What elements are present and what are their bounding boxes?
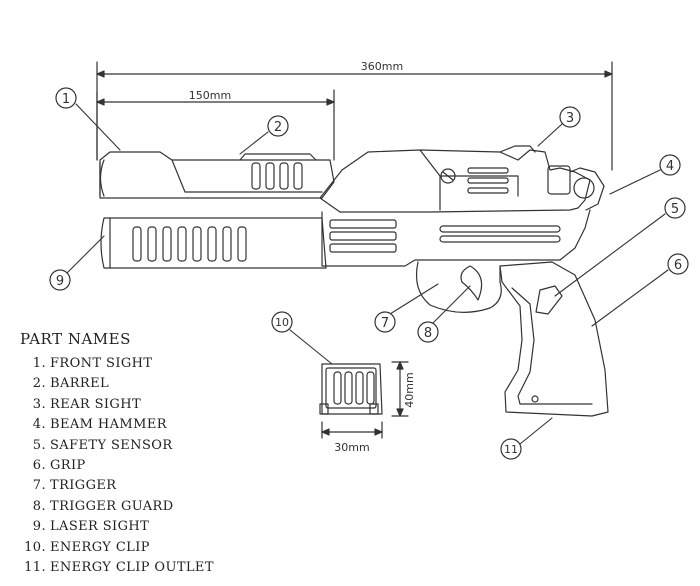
- callout-10: 10: [271, 311, 293, 333]
- overall-length-dimension: [96, 61, 613, 171]
- rear-sight: [499, 145, 536, 153]
- svg-text:7: 7: [381, 316, 389, 331]
- trigger-guard: [415, 261, 502, 313]
- barrel-vents: [251, 162, 303, 190]
- list-item: 4.BEAM HAMMER: [32, 417, 167, 433]
- list-item: 10.ENERGY CLIP: [24, 539, 150, 555]
- parts-list-title: PART NAMES: [20, 330, 131, 348]
- list-item: 1.FRONT SIGHT: [32, 356, 153, 371]
- part-name: ENERGY CLIP: [50, 539, 150, 555]
- part-name: BARREL: [50, 376, 110, 392]
- slide-screw: [440, 168, 456, 184]
- grip: [499, 261, 609, 417]
- clip-height-label: 40mm: [403, 372, 416, 407]
- callout-11: 11: [500, 438, 522, 460]
- svg-text:6: 6: [674, 258, 682, 273]
- part-name: ENERGY CLIP OUTLET: [50, 560, 214, 576]
- callout-1: 1: [55, 87, 77, 109]
- beam-hammer: [569, 167, 605, 211]
- energy-clip: [319, 363, 383, 415]
- frame: [321, 209, 591, 267]
- safety-sensor: [535, 285, 563, 315]
- clip-width-dimension: [321, 421, 383, 439]
- callout-2: 2: [267, 115, 289, 137]
- callout-8: 8: [417, 321, 439, 343]
- laser-sight-housing: [100, 217, 327, 269]
- part-name: REAR SIGHT: [50, 396, 142, 412]
- callout-7: 7: [374, 311, 396, 333]
- barrel-length-dimension: [96, 89, 335, 161]
- clip-height-dimension: [391, 361, 409, 417]
- callout-leaders: [65, 103, 669, 445]
- svg-text:10: 10: [275, 316, 289, 329]
- part-name: FRONT SIGHT: [50, 356, 153, 371]
- list-item: 7.TRIGGER: [32, 478, 117, 494]
- part-name: TRIGGER GUARD: [50, 498, 174, 514]
- svg-text:1: 1: [62, 92, 70, 107]
- overall-length-label: 360mm: [361, 60, 403, 73]
- svg-text:3: 3: [566, 111, 574, 126]
- list-item: 5.SAFETY SENSOR: [32, 437, 173, 453]
- laser-vents: [132, 226, 247, 262]
- callout-9: 9: [49, 269, 71, 291]
- list-item: 2.BARREL: [32, 376, 110, 392]
- trigger: [460, 265, 483, 301]
- svg-text:8: 8: [424, 326, 432, 341]
- list-item: 6.GRIP: [32, 458, 86, 474]
- list-item: 3.REAR SIGHT: [32, 396, 142, 412]
- svg-text:9: 9: [56, 274, 64, 289]
- callout-6: 6: [667, 253, 689, 275]
- svg-text:11: 11: [504, 443, 518, 456]
- part-name: TRIGGER: [50, 478, 117, 494]
- parts-list: 1.FRONT SIGHT 2.BARREL 3.REAR SIGHT 4.BE…: [22, 354, 214, 578]
- slide: [319, 149, 591, 213]
- svg-text:2: 2: [274, 120, 282, 135]
- barrel: [99, 151, 335, 199]
- svg-text:4: 4: [666, 159, 674, 174]
- list-item: 9.LASER SIGHT: [32, 519, 150, 535]
- list-item: 11.ENERGY CLIP OUTLET: [24, 560, 214, 576]
- list-item: 8.TRIGGER GUARD: [32, 498, 174, 514]
- svg-text:5: 5: [671, 202, 679, 217]
- barrel-length-label: 150mm: [189, 89, 231, 102]
- callout-5: 5: [664, 197, 686, 219]
- callout-markers: 1 2 3 4 5 6 7 8: [49, 87, 689, 460]
- part-name: LASER SIGHT: [50, 519, 150, 535]
- clip-width-label: 30mm: [334, 441, 369, 454]
- callout-4: 4: [659, 154, 681, 176]
- part-name: BEAM HAMMER: [50, 417, 167, 433]
- callout-3: 3: [559, 106, 581, 128]
- part-name: GRIP: [50, 458, 86, 474]
- blaster-body: [99, 145, 609, 417]
- part-name: SAFETY SENSOR: [50, 437, 173, 453]
